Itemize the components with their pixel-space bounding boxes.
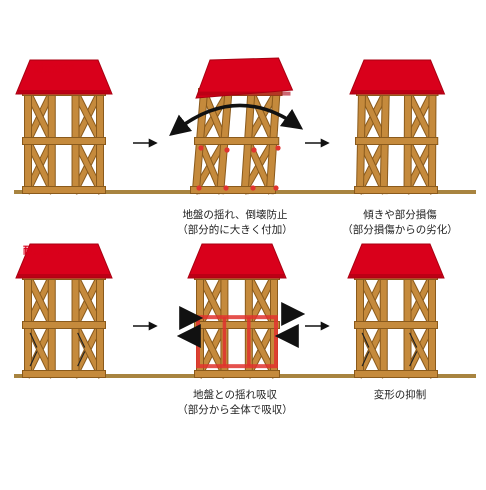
row1-caption-middle-line2: （部分的に大きく付加）: [177, 224, 293, 236]
joint-marker: [251, 147, 257, 153]
row2-caption-right: 変形の抑制: [330, 388, 470, 403]
joint-marker: [196, 185, 202, 191]
house-seismic-shaking: [190, 57, 294, 195]
joint-marker: [250, 185, 256, 191]
row1-caption-middle-line1: 地盤の揺れ、倒壊防止: [182, 209, 288, 221]
damper-icon: [361, 332, 370, 348]
damper-icon: [77, 332, 86, 348]
house-damped-shaking: [187, 243, 287, 379]
house-damped: [15, 243, 113, 379]
row1-caption-middle: 地盤の揺れ、倒壊防止 （部分的に大きく付加）: [165, 208, 305, 238]
house-damped-after: [347, 243, 445, 379]
damper-icon: [361, 351, 370, 367]
row2-title: 耐震住宅 + 制震: [23, 246, 99, 257]
house-seismic: [15, 59, 113, 195]
joint-marker: [275, 145, 281, 151]
roof: [187, 243, 287, 279]
row2-caption-middle: 地盤との揺れ吸収 （部分から全体で吸収）: [165, 388, 305, 418]
joint-marker: [224, 147, 230, 153]
row1-caption-right-line1: 傾きや部分損傷: [363, 209, 437, 221]
house-seismic-after: [349, 59, 446, 195]
row1-caption-right: 傾きや部分損傷 （部分損傷からの劣化）: [330, 208, 470, 238]
row2-caption-middle-line1: 地盤との揺れ吸収: [193, 389, 277, 401]
joint-marker: [198, 145, 204, 151]
roof: [349, 59, 446, 95]
joint-marker: [273, 185, 279, 191]
damper-icon: [77, 351, 86, 367]
damper-icon: [29, 351, 38, 367]
roof: [347, 243, 445, 279]
damper-icon: [409, 332, 418, 348]
damper-icon: [29, 332, 38, 348]
damper-icon: [409, 351, 418, 367]
row2-caption-right-line1: 変形の抑制: [373, 389, 427, 401]
row2-caption-middle-line2: （部分から全体で吸収）: [177, 404, 293, 416]
row1-caption-right-line2: （部分損傷からの劣化）: [342, 224, 458, 236]
joint-marker: [223, 185, 229, 191]
row1-title: 耐震住宅: [34, 64, 74, 75]
curved-double-arrow-icon: [169, 103, 304, 136]
